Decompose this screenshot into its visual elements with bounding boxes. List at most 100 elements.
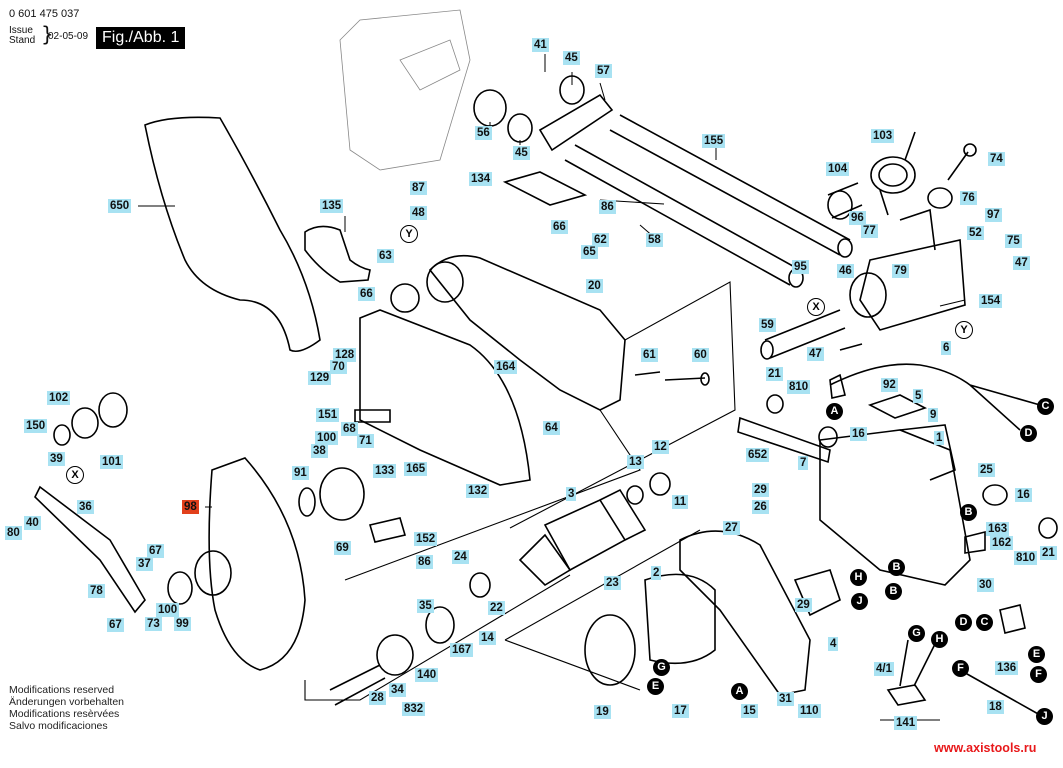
part-label[interactable]: 17 <box>672 704 689 718</box>
part-label[interactable]: 71 <box>357 434 374 448</box>
part-label[interactable]: 164 <box>494 360 518 374</box>
part-label[interactable]: 11 <box>672 495 689 509</box>
part-label[interactable]: 129 <box>308 371 332 385</box>
part-label[interactable]: 136 <box>995 661 1019 675</box>
part-label[interactable]: 28 <box>369 691 386 705</box>
part-label[interactable]: 16 <box>1015 488 1032 502</box>
part-label[interactable]: 96 <box>849 211 866 225</box>
part-label[interactable]: 128 <box>333 348 357 362</box>
part-label[interactable]: 4/1 <box>874 662 894 676</box>
part-label[interactable]: 48 <box>410 206 427 220</box>
part-label[interactable]: 45 <box>563 51 580 65</box>
part-label[interactable]: 69 <box>334 541 351 555</box>
part-label[interactable]: 7 <box>798 456 809 470</box>
part-label[interactable]: 56 <box>475 126 492 140</box>
part-label[interactable]: 155 <box>702 134 726 148</box>
part-label[interactable]: 13 <box>627 455 644 469</box>
part-label[interactable]: 65 <box>581 245 598 259</box>
part-label[interactable]: 2 <box>651 566 662 580</box>
part-label[interactable]: 20 <box>586 279 603 293</box>
part-label[interactable]: 23 <box>604 576 621 590</box>
part-label[interactable]: 70 <box>330 360 347 374</box>
part-label[interactable]: 810 <box>1014 551 1038 565</box>
part-label[interactable]: 6 <box>941 341 952 355</box>
part-label[interactable]: 40 <box>24 516 41 530</box>
part-label[interactable]: 99 <box>174 617 191 631</box>
part-label[interactable]: 165 <box>404 462 428 476</box>
part-label[interactable]: 79 <box>892 264 909 278</box>
website-link[interactable]: www.axistools.ru <box>934 741 1037 755</box>
part-label[interactable]: 29 <box>795 598 812 612</box>
part-label[interactable]: 16 <box>850 427 867 441</box>
part-label[interactable]: 1 <box>934 431 945 445</box>
part-label[interactable]: 141 <box>894 716 918 730</box>
part-label[interactable]: 27 <box>723 521 740 535</box>
part-label[interactable]: 100 <box>156 603 180 617</box>
part-label[interactable]: 102 <box>47 391 71 405</box>
part-label[interactable]: 38 <box>311 444 328 458</box>
part-label[interactable]: 86 <box>599 200 616 214</box>
part-label[interactable]: 46 <box>837 264 854 278</box>
part-label[interactable]: 132 <box>466 484 490 498</box>
part-label[interactable]: 152 <box>414 532 438 546</box>
part-label[interactable]: 87 <box>410 181 427 195</box>
part-label[interactable]: 37 <box>136 557 153 571</box>
part-label[interactable]: 650 <box>108 199 132 213</box>
part-label[interactable]: 104 <box>826 162 850 176</box>
part-label[interactable]: 101 <box>100 455 124 469</box>
part-label[interactable]: 34 <box>389 683 406 697</box>
part-label[interactable]: 25 <box>978 463 995 477</box>
part-label[interactable]: 100 <box>315 431 339 445</box>
part-label[interactable]: 22 <box>488 601 505 615</box>
part-label[interactable]: 36 <box>77 500 94 514</box>
part-label[interactable]: 60 <box>692 348 709 362</box>
part-label[interactable]: 24 <box>452 550 469 564</box>
part-label[interactable]: 92 <box>881 378 898 392</box>
part-label[interactable]: 163 <box>986 522 1010 536</box>
part-label[interactable]: 14 <box>479 631 496 645</box>
part-label[interactable]: 74 <box>988 152 1005 166</box>
part-label[interactable]: 133 <box>373 464 397 478</box>
part-label[interactable]: 151 <box>316 408 340 422</box>
part-label[interactable]: 29 <box>752 483 769 497</box>
part-label[interactable]: 18 <box>987 700 1004 714</box>
part-label[interactable]: 66 <box>551 220 568 234</box>
part-label[interactable]: 154 <box>979 294 1003 308</box>
part-label[interactable]: 3 <box>566 487 577 501</box>
part-label[interactable]: 91 <box>292 466 309 480</box>
part-label[interactable]: 39 <box>48 452 65 466</box>
part-label[interactable]: 86 <box>416 555 433 569</box>
part-label[interactable]: 63 <box>377 249 394 263</box>
part-label[interactable]: 140 <box>415 668 439 682</box>
part-label[interactable]: 59 <box>759 318 776 332</box>
part-label[interactable]: 64 <box>543 421 560 435</box>
part-label[interactable]: 47 <box>1013 256 1030 270</box>
part-label[interactable]: 832 <box>402 702 426 716</box>
part-label[interactable]: 73 <box>145 617 162 631</box>
part-label[interactable]: 97 <box>985 208 1002 222</box>
part-label[interactable]: 68 <box>341 422 358 436</box>
part-label[interactable]: 30 <box>977 578 994 592</box>
part-label[interactable]: 9 <box>928 408 939 422</box>
part-label[interactable]: 45 <box>513 146 530 160</box>
part-label[interactable]: 21 <box>1040 546 1057 560</box>
part-label[interactable]: 75 <box>1005 234 1022 248</box>
part-label[interactable]: 78 <box>88 584 105 598</box>
part-label[interactable]: 21 <box>766 367 783 381</box>
part-label[interactable]: 5 <box>913 389 924 403</box>
part-label[interactable]: 31 <box>777 692 794 706</box>
part-label[interactable]: 103 <box>871 129 895 143</box>
part-label[interactable]: 57 <box>595 64 612 78</box>
part-label[interactable]: 4 <box>828 637 839 651</box>
part-label[interactable]: 15 <box>741 704 758 718</box>
part-label[interactable]: 67 <box>147 544 164 558</box>
part-label[interactable]: 80 <box>5 526 22 540</box>
part-label[interactable]: 58 <box>646 233 663 247</box>
part-label[interactable]: 134 <box>469 172 493 186</box>
part-label[interactable]: 12 <box>652 440 669 454</box>
part-label[interactable]: 810 <box>787 380 811 394</box>
part-label[interactable]: 47 <box>807 347 824 361</box>
part-label[interactable]: 66 <box>358 287 375 301</box>
part-label[interactable]: 652 <box>746 448 770 462</box>
part-label[interactable]: 61 <box>641 348 658 362</box>
